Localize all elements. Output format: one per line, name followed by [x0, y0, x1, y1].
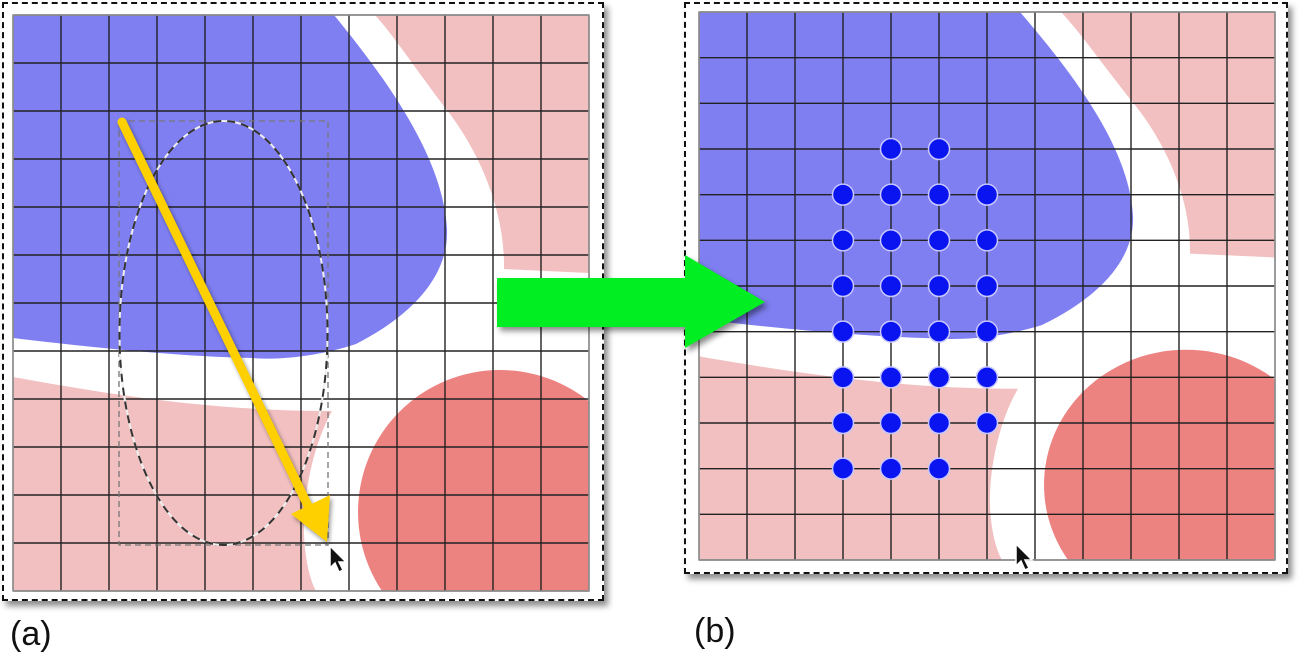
cursor-icon-b	[1015, 542, 1034, 572]
drag-arrow	[117, 117, 330, 542]
selected-grid-point[interactable]	[831, 274, 855, 298]
grid-image-a	[13, 15, 642, 654]
blue-region	[699, 12, 1134, 339]
blue-region	[13, 15, 448, 359]
dark-red-region	[1044, 349, 1275, 560]
selected-grid-point[interactable]	[879, 137, 903, 161]
dark-red-region	[358, 370, 589, 591]
selected-grid-point[interactable]	[927, 183, 951, 206]
selected-grid-point[interactable]	[831, 320, 855, 343]
selected-grid-point[interactable]	[879, 320, 903, 343]
selected-grid-point[interactable]	[927, 274, 951, 298]
selected-grid-point[interactable]	[879, 457, 903, 480]
selected-grid-point[interactable]	[831, 366, 855, 389]
selected-grid-point[interactable]	[927, 229, 951, 252]
selected-grid-point[interactable]	[975, 229, 999, 252]
transition-arrow	[497, 255, 765, 348]
selected-grid-point[interactable]	[879, 366, 903, 389]
light-red-region-bottom	[699, 356, 1018, 560]
selected-grid-point[interactable]	[831, 229, 855, 252]
selection-ellipse	[118, 120, 329, 546]
cursor-icon-a	[329, 544, 348, 574]
selected-grid-point[interactable]	[975, 183, 999, 206]
selected-grid-point[interactable]	[831, 457, 855, 480]
selected-grid-point[interactable]	[927, 457, 951, 480]
selected-grid-point[interactable]	[927, 411, 951, 435]
selected-grid-point[interactable]	[927, 137, 951, 161]
selected-grid-point[interactable]	[879, 274, 903, 298]
lasso-selection[interactable]	[118, 120, 329, 546]
selected-grid-point[interactable]	[975, 274, 999, 298]
selected-grid-point[interactable]	[927, 366, 951, 389]
selected-grid-point[interactable]	[927, 320, 951, 343]
selected-grid-point[interactable]	[975, 320, 999, 343]
panel-b-label: (b)	[694, 612, 736, 650]
light-red-region-top	[375, 15, 589, 273]
selected-grid-point[interactable]	[975, 411, 999, 435]
selected-grid-point[interactable]	[879, 183, 903, 206]
selected-grid-point[interactable]	[879, 411, 903, 435]
light-red-region-top	[1061, 12, 1275, 258]
selected-grid-point[interactable]	[831, 411, 855, 435]
grid-image-b-content	[699, 12, 1308, 620]
panel-a-label: (a)	[10, 615, 52, 653]
selected-grid-point[interactable]	[879, 229, 903, 252]
grid-image-b	[699, 12, 1308, 620]
selected-grid-point[interactable]	[831, 183, 855, 206]
selected-grid-point[interactable]	[975, 366, 999, 389]
